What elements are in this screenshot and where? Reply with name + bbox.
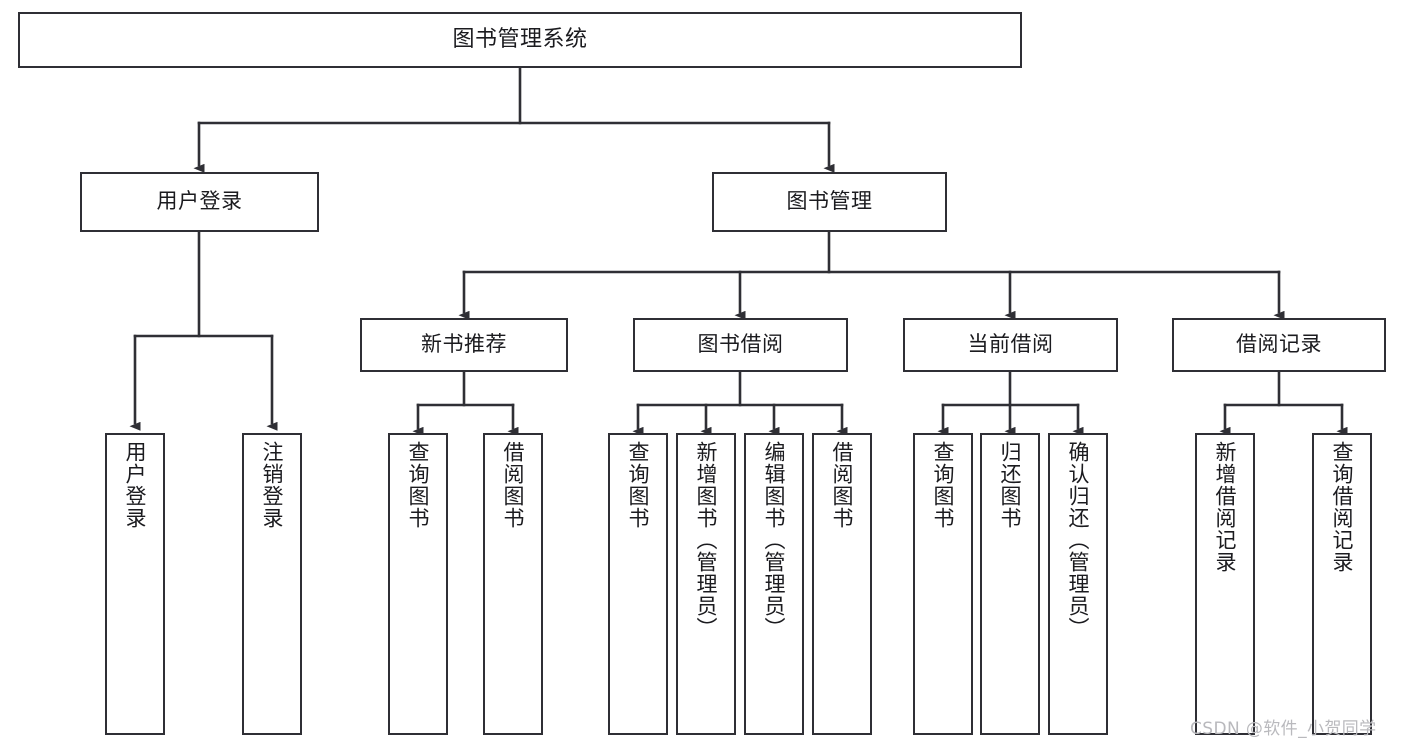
node-leaf-query-book-current-label: 查询图书 (931, 441, 956, 529)
node-current-borrow-label: 当前借阅 (967, 332, 1054, 357)
node-leaf-logout[interactable]: 注销登录 (242, 433, 302, 735)
node-leaf-borrow-book-label: 借阅图书 (830, 441, 855, 529)
node-book-borrow[interactable]: 图书借阅 (633, 318, 848, 372)
node-leaf-query-book-recommend-label: 查询图书 (406, 441, 431, 529)
node-leaf-user-login[interactable]: 用户登录 (105, 433, 165, 735)
node-leaf-query-book[interactable]: 查询图书 (608, 433, 668, 735)
node-user-login[interactable]: 用户登录 (80, 172, 319, 232)
node-leaf-user-login-label: 用户登录 (123, 441, 148, 529)
node-new-book-recommend-label: 新书推荐 (421, 332, 507, 357)
node-leaf-return-book[interactable]: 归还图书 (980, 433, 1040, 735)
node-borrow-record[interactable]: 借阅记录 (1172, 318, 1386, 372)
node-leaf-edit-book-admin[interactable]: 编辑图书（管理员） (744, 433, 804, 735)
node-book-management[interactable]: 图书管理 (712, 172, 947, 232)
node-root-label: 图书管理系统 (452, 26, 588, 52)
node-leaf-add-book-admin[interactable]: 新增图书（管理员） (676, 433, 736, 735)
node-book-management-label: 图书管理 (786, 189, 873, 214)
node-leaf-add-borrow-record-label: 新增借阅记录 (1213, 441, 1238, 573)
node-leaf-return-book-label: 归还图书 (998, 441, 1023, 529)
node-root[interactable]: 图书管理系统 (18, 12, 1022, 68)
node-leaf-add-borrow-record[interactable]: 新增借阅记录 (1195, 433, 1255, 735)
node-leaf-confirm-return-admin[interactable]: 确认归还（管理员） (1048, 433, 1108, 735)
node-leaf-edit-book-admin-label: 编辑图书（管理员） (762, 441, 787, 639)
node-current-borrow[interactable]: 当前借阅 (903, 318, 1118, 372)
node-new-book-recommend[interactable]: 新书推荐 (360, 318, 568, 372)
node-leaf-borrow-book-recommend[interactable]: 借阅图书 (483, 433, 543, 735)
node-leaf-query-book-label: 查询图书 (626, 441, 651, 529)
node-leaf-confirm-return-admin-label: 确认归还（管理员） (1066, 441, 1091, 639)
node-user-login-label: 用户登录 (156, 189, 243, 214)
node-leaf-borrow-book-recommend-label: 借阅图书 (501, 441, 526, 529)
node-leaf-query-borrow-record[interactable]: 查询借阅记录 (1312, 433, 1372, 735)
node-leaf-query-book-current[interactable]: 查询图书 (913, 433, 973, 735)
node-book-borrow-label: 图书借阅 (697, 332, 784, 357)
node-borrow-record-label: 借阅记录 (1236, 332, 1322, 357)
node-leaf-add-book-admin-label: 新增图书（管理员） (694, 441, 719, 639)
node-leaf-borrow-book[interactable]: 借阅图书 (812, 433, 872, 735)
node-leaf-query-book-recommend[interactable]: 查询图书 (388, 433, 448, 735)
node-leaf-query-borrow-record-label: 查询借阅记录 (1330, 441, 1355, 573)
node-leaf-logout-label: 注销登录 (260, 441, 285, 529)
